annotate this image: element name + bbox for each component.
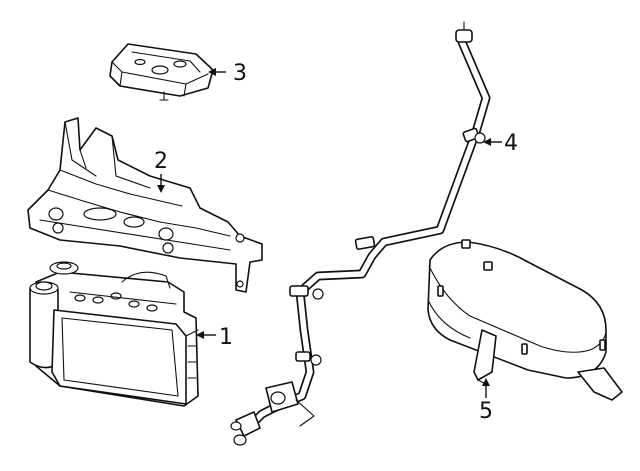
callout-1: 1 <box>219 325 233 350</box>
part-2-bracket <box>27 117 263 293</box>
callout-leaders <box>157 68 502 398</box>
callout-4: 4 <box>504 131 518 156</box>
part-3-cover-plate <box>109 43 214 101</box>
callout-5: 5 <box>479 399 493 424</box>
part-1-module <box>29 261 199 407</box>
callout-3: 3 <box>233 61 247 86</box>
callout-2: 2 <box>154 149 168 174</box>
part-4-pipe-assembly <box>230 21 491 446</box>
part-5-reservoir <box>427 239 623 401</box>
